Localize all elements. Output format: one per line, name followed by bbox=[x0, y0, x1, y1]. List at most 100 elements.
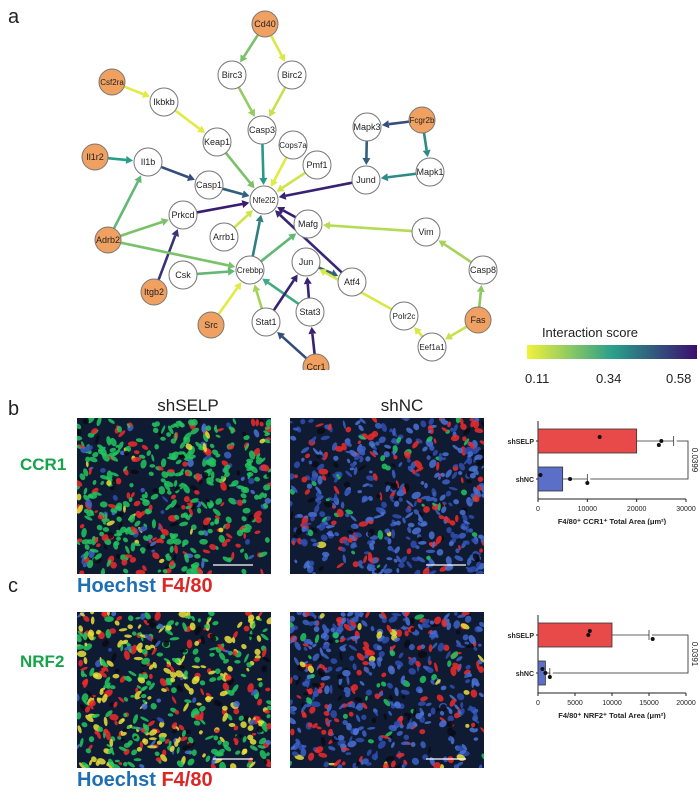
node-adrb2: Adrb2 bbox=[94, 226, 122, 254]
edge-Crebbp-Mafg bbox=[260, 233, 297, 263]
edge-Cd40-Birc3 bbox=[240, 34, 260, 63]
edge-Adrb2-Crebbp bbox=[120, 241, 236, 270]
node-label: Birc2 bbox=[282, 70, 303, 80]
data-point bbox=[597, 435, 602, 439]
x-tick-label: 10000 bbox=[578, 506, 598, 513]
node-label: Ikbkb bbox=[153, 97, 175, 107]
edge-Ccr1-Stat3 bbox=[308, 326, 317, 355]
col-title-shnc: shNC bbox=[380, 396, 424, 415]
stain-f480: F4/80 bbox=[161, 575, 213, 597]
edge-Ikbkb-Keap1 bbox=[174, 109, 206, 133]
col-title-shselp: shSELP bbox=[157, 396, 219, 415]
category-label: shSELP bbox=[508, 633, 535, 640]
legend-colorbar bbox=[527, 345, 697, 359]
data-point bbox=[587, 629, 592, 633]
edge-Jund-Nfe2l2 bbox=[278, 181, 353, 200]
bar-shselp bbox=[537, 622, 613, 648]
node-nfe2l2: Nfe2l2 bbox=[249, 185, 279, 215]
node-label: Casp3 bbox=[249, 125, 275, 135]
node-label: Csf2ra bbox=[100, 78, 124, 87]
edge-Stat1-Jun bbox=[272, 274, 298, 312]
node-vim: Vim bbox=[411, 217, 441, 247]
edge-Ccr1-Stat1 bbox=[277, 332, 308, 360]
legend-tick-max: 0.58 bbox=[666, 371, 692, 386]
node-label: Jun bbox=[299, 257, 314, 267]
legend-title: Interaction score bbox=[542, 325, 638, 340]
panel-letter-a: a bbox=[8, 6, 20, 28]
node-label: Csk bbox=[175, 270, 191, 280]
node-label: Fas bbox=[470, 315, 486, 325]
edge-Stat1-Crebbp bbox=[252, 284, 264, 310]
row-label-ccr1: CCR1 bbox=[20, 455, 67, 474]
node-fas: Fas bbox=[464, 306, 492, 334]
micrograph-shselp-ccr1 bbox=[77, 418, 271, 574]
node-prkcd: Prkcd bbox=[168, 200, 198, 230]
node-label: Pmf1 bbox=[306, 160, 327, 170]
data-point bbox=[585, 481, 590, 485]
data-point bbox=[650, 637, 655, 641]
data-point bbox=[540, 667, 545, 671]
edge-Fcgr2b-Mapk1 bbox=[422, 132, 431, 158]
stain-legend-c: Hoechst F4/80 bbox=[77, 769, 213, 792]
node-keap1: Keap1 bbox=[202, 127, 232, 157]
edge-Src-Crebbp bbox=[217, 282, 242, 316]
node-label: Nfe2l2 bbox=[252, 196, 276, 205]
category-label: shNC bbox=[516, 671, 534, 678]
edge-Keap1-Nfe2l2 bbox=[224, 152, 255, 189]
data-point bbox=[568, 477, 573, 481]
node-label: Atf4 bbox=[344, 277, 360, 287]
edge-Prkcd-Nfe2l2 bbox=[196, 200, 250, 214]
node-casp3: Casp3 bbox=[247, 115, 277, 145]
edge-Adrb2-Il1b bbox=[112, 175, 142, 230]
node-label: Mafg bbox=[298, 219, 318, 229]
node-il1b: Il1b bbox=[133, 147, 163, 177]
stain-hoechst: Hoechst bbox=[77, 769, 156, 791]
row-label-nrf2: NRF2 bbox=[20, 652, 65, 671]
edge-Fas-Eef1a1 bbox=[444, 325, 468, 340]
node-src: Src bbox=[197, 311, 225, 339]
data-point bbox=[586, 633, 591, 637]
edge-Atf4-Nfe2l2 bbox=[274, 210, 343, 274]
node-atf4: Atf4 bbox=[337, 267, 367, 297]
p-value: 0.0391 bbox=[690, 642, 698, 667]
edge-Mapk3-Jund bbox=[362, 140, 371, 166]
node-label: Casp8 bbox=[470, 265, 496, 275]
node-polr2c: Polr2c bbox=[389, 301, 419, 331]
stain-legend-b: Hoechst F4/80 bbox=[77, 575, 213, 598]
node-ikbkb: Ikbkb bbox=[149, 87, 179, 117]
x-tick-label: 20000 bbox=[676, 700, 696, 707]
data-point bbox=[656, 443, 661, 447]
data-point bbox=[547, 675, 552, 679]
x-axis-label: F4/80⁺ NRF2⁺ Total Area (μm²) bbox=[558, 711, 666, 719]
edge-Stat3-Crebbp bbox=[262, 278, 300, 306]
p-value: 0.0399 bbox=[690, 448, 698, 473]
node-label: Crebbp bbox=[237, 266, 264, 275]
node-mapk1: Mapk1 bbox=[415, 157, 445, 187]
edge-Crebbp-Nfe2l2 bbox=[251, 214, 264, 257]
node-label: Polr2c bbox=[393, 312, 416, 321]
edge-Eef1a1-Polr2c bbox=[414, 327, 424, 338]
node-stat1: Stat1 bbox=[251, 307, 281, 337]
node-csf2ra: Csf2ra bbox=[98, 68, 126, 96]
x-axis-label: F4/80⁺ CCR1⁺ Total Area (μm²) bbox=[558, 517, 667, 525]
stain-hoechst: Hoechst bbox=[77, 575, 156, 597]
category-label: shSELP bbox=[508, 439, 535, 446]
data-point bbox=[659, 439, 664, 443]
data-point bbox=[538, 473, 543, 477]
node-label: Prkcd bbox=[171, 210, 194, 220]
node-mafg: Mafg bbox=[293, 209, 323, 239]
interaction-score-legend: Interaction score bbox=[527, 325, 697, 359]
edge-Vim-Mafg bbox=[322, 221, 413, 233]
node-birc3: Birc3 bbox=[217, 60, 247, 90]
node-casp1: Casp1 bbox=[194, 170, 224, 200]
node-label: Cops7a bbox=[279, 141, 307, 150]
node-fcgr2b: Fcgr2b bbox=[408, 106, 436, 134]
data-point bbox=[543, 671, 548, 675]
x-tick-label: 15000 bbox=[639, 700, 659, 707]
node-label: Adrb2 bbox=[96, 235, 120, 245]
node-cops7a: Cops7a bbox=[278, 130, 308, 160]
node-crebbp: Crebbp bbox=[235, 255, 265, 285]
